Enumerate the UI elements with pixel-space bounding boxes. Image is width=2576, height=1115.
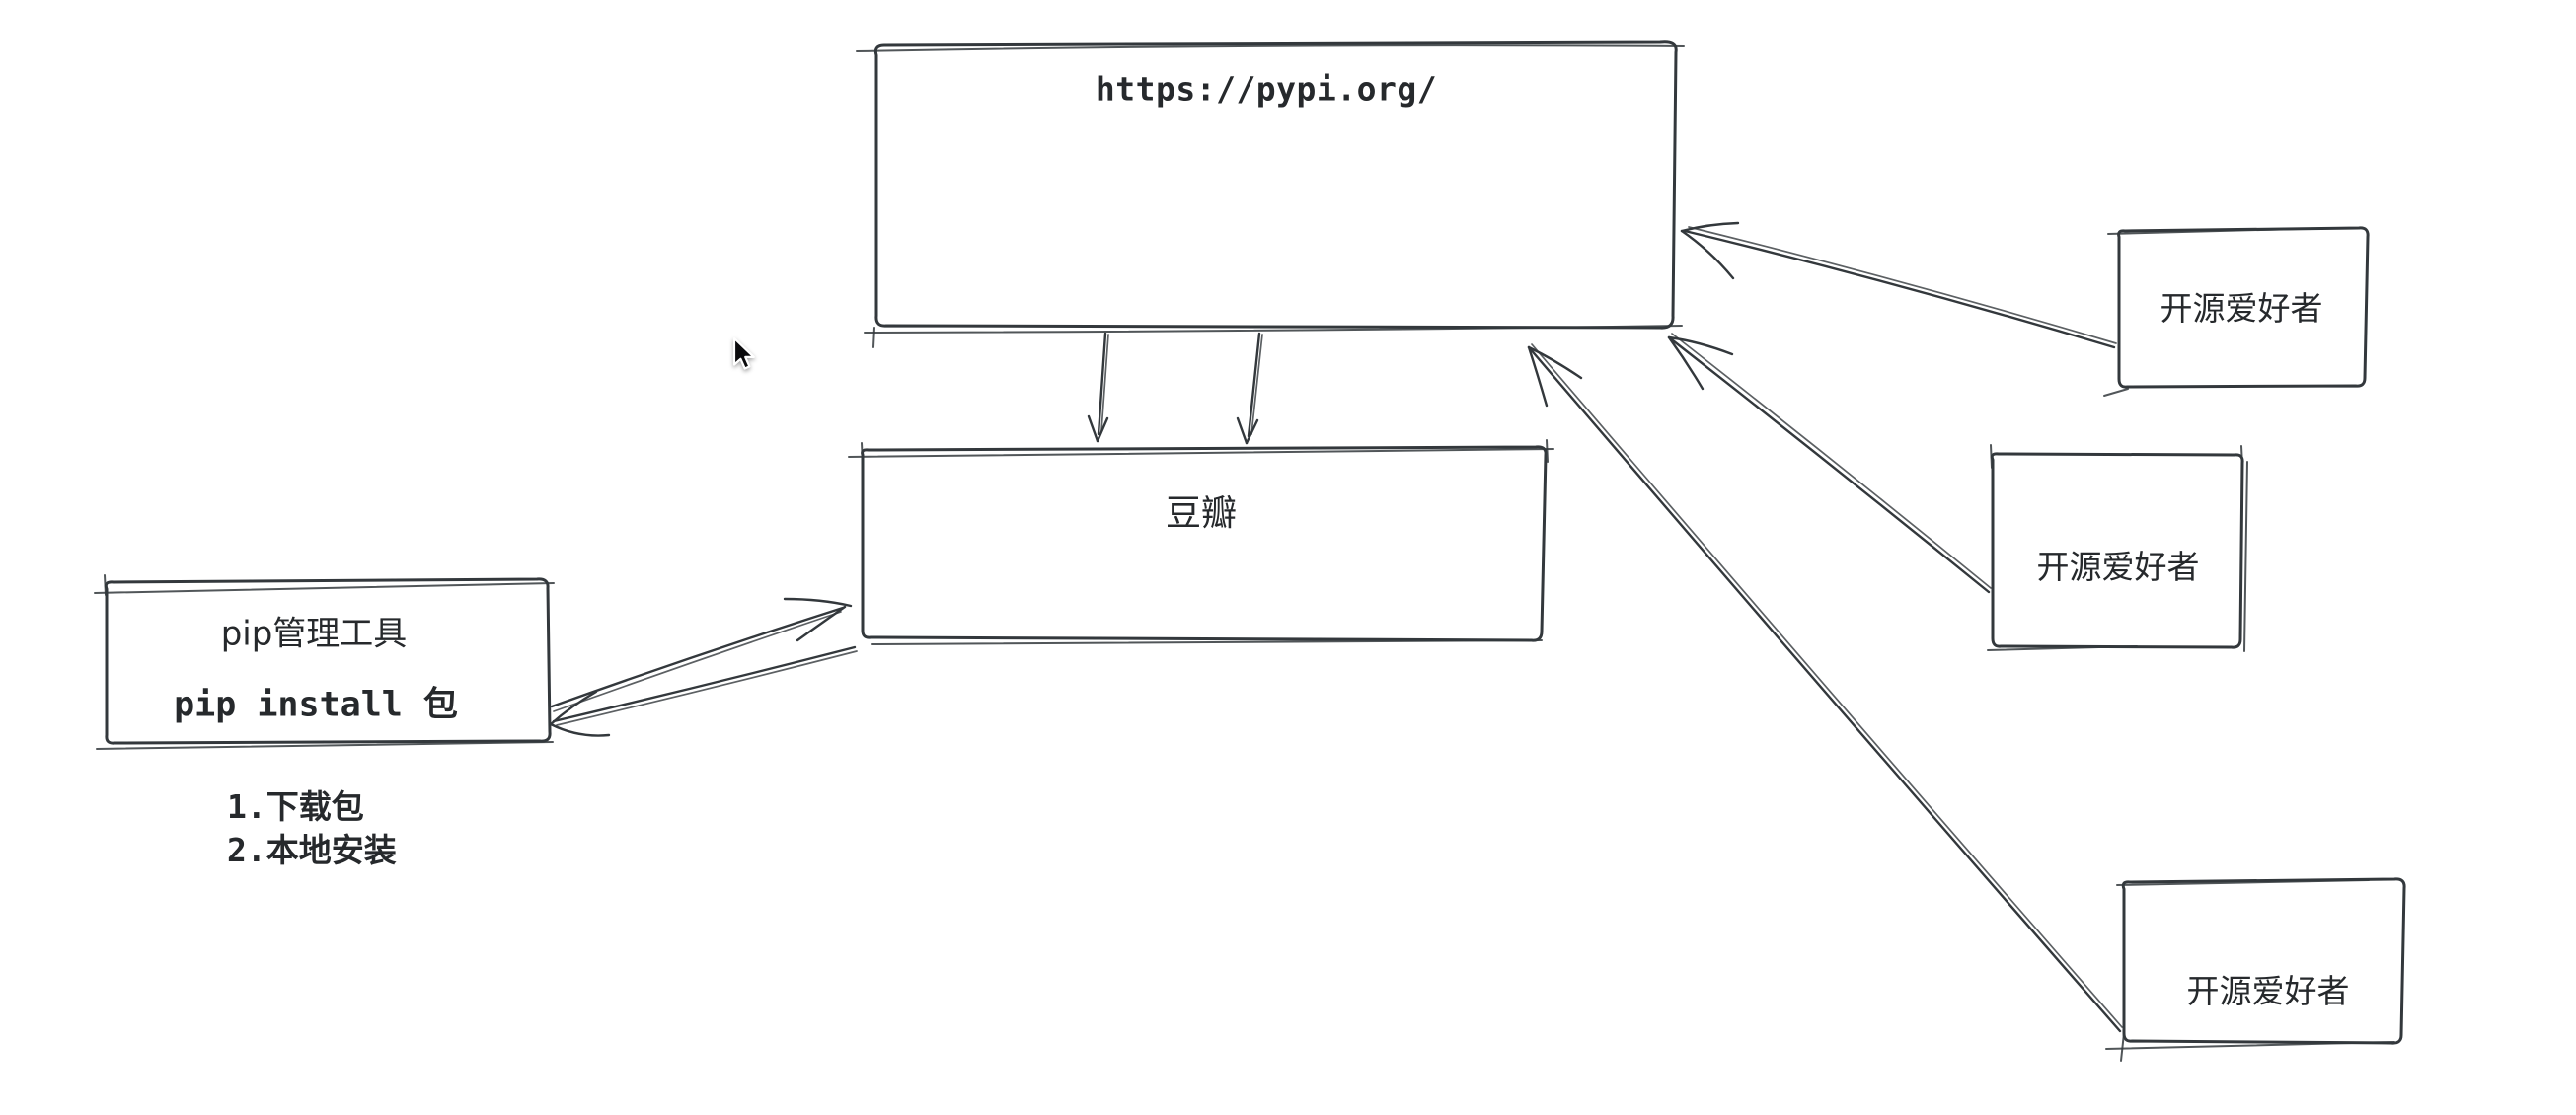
arrow-shaft [1671,333,1992,589]
arrow-shaft [1688,226,2117,344]
arrow-shaft [1527,345,2122,1033]
arrow-head [549,690,598,726]
box-accent [104,574,107,596]
box-outline [2117,226,2370,389]
arrow-shaft [1531,343,2123,1028]
box-accent [1987,645,2138,651]
arrow-enthusiast-middle-to-pypi[interactable] [1667,333,1992,594]
arrow-pip-to-douban[interactable] [550,597,853,712]
douban-node-label[interactable]: 豆瓣 [1165,493,1238,534]
box-accent [861,442,864,465]
box-accent [2243,461,2248,652]
box-outline [1990,452,2244,649]
box-outline [104,577,552,745]
enthusiast-top-node-label[interactable]: 开源爱好者 [2159,289,2323,328]
box-accent [1546,439,1549,463]
box-accent [2103,388,2129,397]
cursor-icon [732,336,755,370]
box-accent [856,44,1685,52]
arrow-head [1680,221,1740,233]
arrow-head [1245,418,1259,445]
box-accent [1990,444,1993,469]
arrow-shaft [552,645,857,723]
box-outline [861,445,1548,642]
arrow-shaft [1097,332,1107,436]
arrow-shaft [550,606,845,708]
arrow-head [1680,229,1735,280]
arrow-head [1667,335,1705,391]
arrow-head [1527,345,1549,408]
annotation-step-1[interactable]: 1.下载包 [227,787,364,826]
box-accent [864,325,1683,334]
enthusiast-top-node-shape[interactable] [2103,226,2370,397]
arrow-pypi-to-douban-right[interactable] [1236,332,1263,445]
enthusiast-bottom-node-label[interactable]: 开源爱好者 [2186,972,2350,1010]
arrow-head [549,722,611,737]
arrow-douban-to-pip[interactable] [549,645,858,737]
arrow-shaft [1667,335,1991,594]
box-accent [2107,227,2335,235]
box-accent [2105,1041,2395,1050]
box-accent [848,448,1554,458]
arrow-head [1096,416,1109,443]
arrow-shaft [1100,334,1109,432]
arrow-head [783,597,853,608]
box-accent [94,582,555,594]
box-accent [2116,879,2370,886]
arrow-head [1667,335,1734,356]
pip-node-shape[interactable] [94,574,555,750]
arrow-shaft [1247,332,1261,438]
box-accent [2240,445,2243,467]
arrow-head [1087,414,1099,443]
annotation-step-2[interactable]: 2.本地安装 [227,831,397,869]
arrow-enthusiast-top-to-pypi[interactable] [1680,221,2117,349]
box-accent [2120,1032,2125,1062]
enthusiast-middle-node-label[interactable]: 开源爱好者 [2036,548,2200,586]
arrow-pypi-to-douban-left[interactable] [1087,332,1109,443]
arrow-shaft [556,650,858,726]
pip-node-title[interactable]: pip管理工具 [220,614,408,654]
box-outline [873,40,1678,330]
douban-node-shape[interactable] [848,439,1554,645]
arrow-enthusiast-bottom-to-pypi[interactable] [1527,343,2123,1033]
arrow-shaft [1683,229,2116,349]
arrow-shaft [553,611,842,712]
pypi-node-label[interactable]: https://pypi.org/ [1095,69,1438,109]
box-accent [871,639,1543,645]
box-outline [2121,877,2406,1045]
enthusiast-bottom-node-shape[interactable] [2105,877,2406,1062]
pip-node-command[interactable]: pip install 包 [174,685,458,725]
box-accent [96,741,554,750]
arrow-shaft [1250,334,1263,435]
arrow-head [796,605,847,642]
pypi-node-shape[interactable] [856,40,1685,348]
arrow-head [1236,416,1249,445]
arrow-head [1527,345,1583,380]
box-accent [872,327,875,348]
enthusiast-middle-node-shape[interactable] [1987,444,2248,652]
